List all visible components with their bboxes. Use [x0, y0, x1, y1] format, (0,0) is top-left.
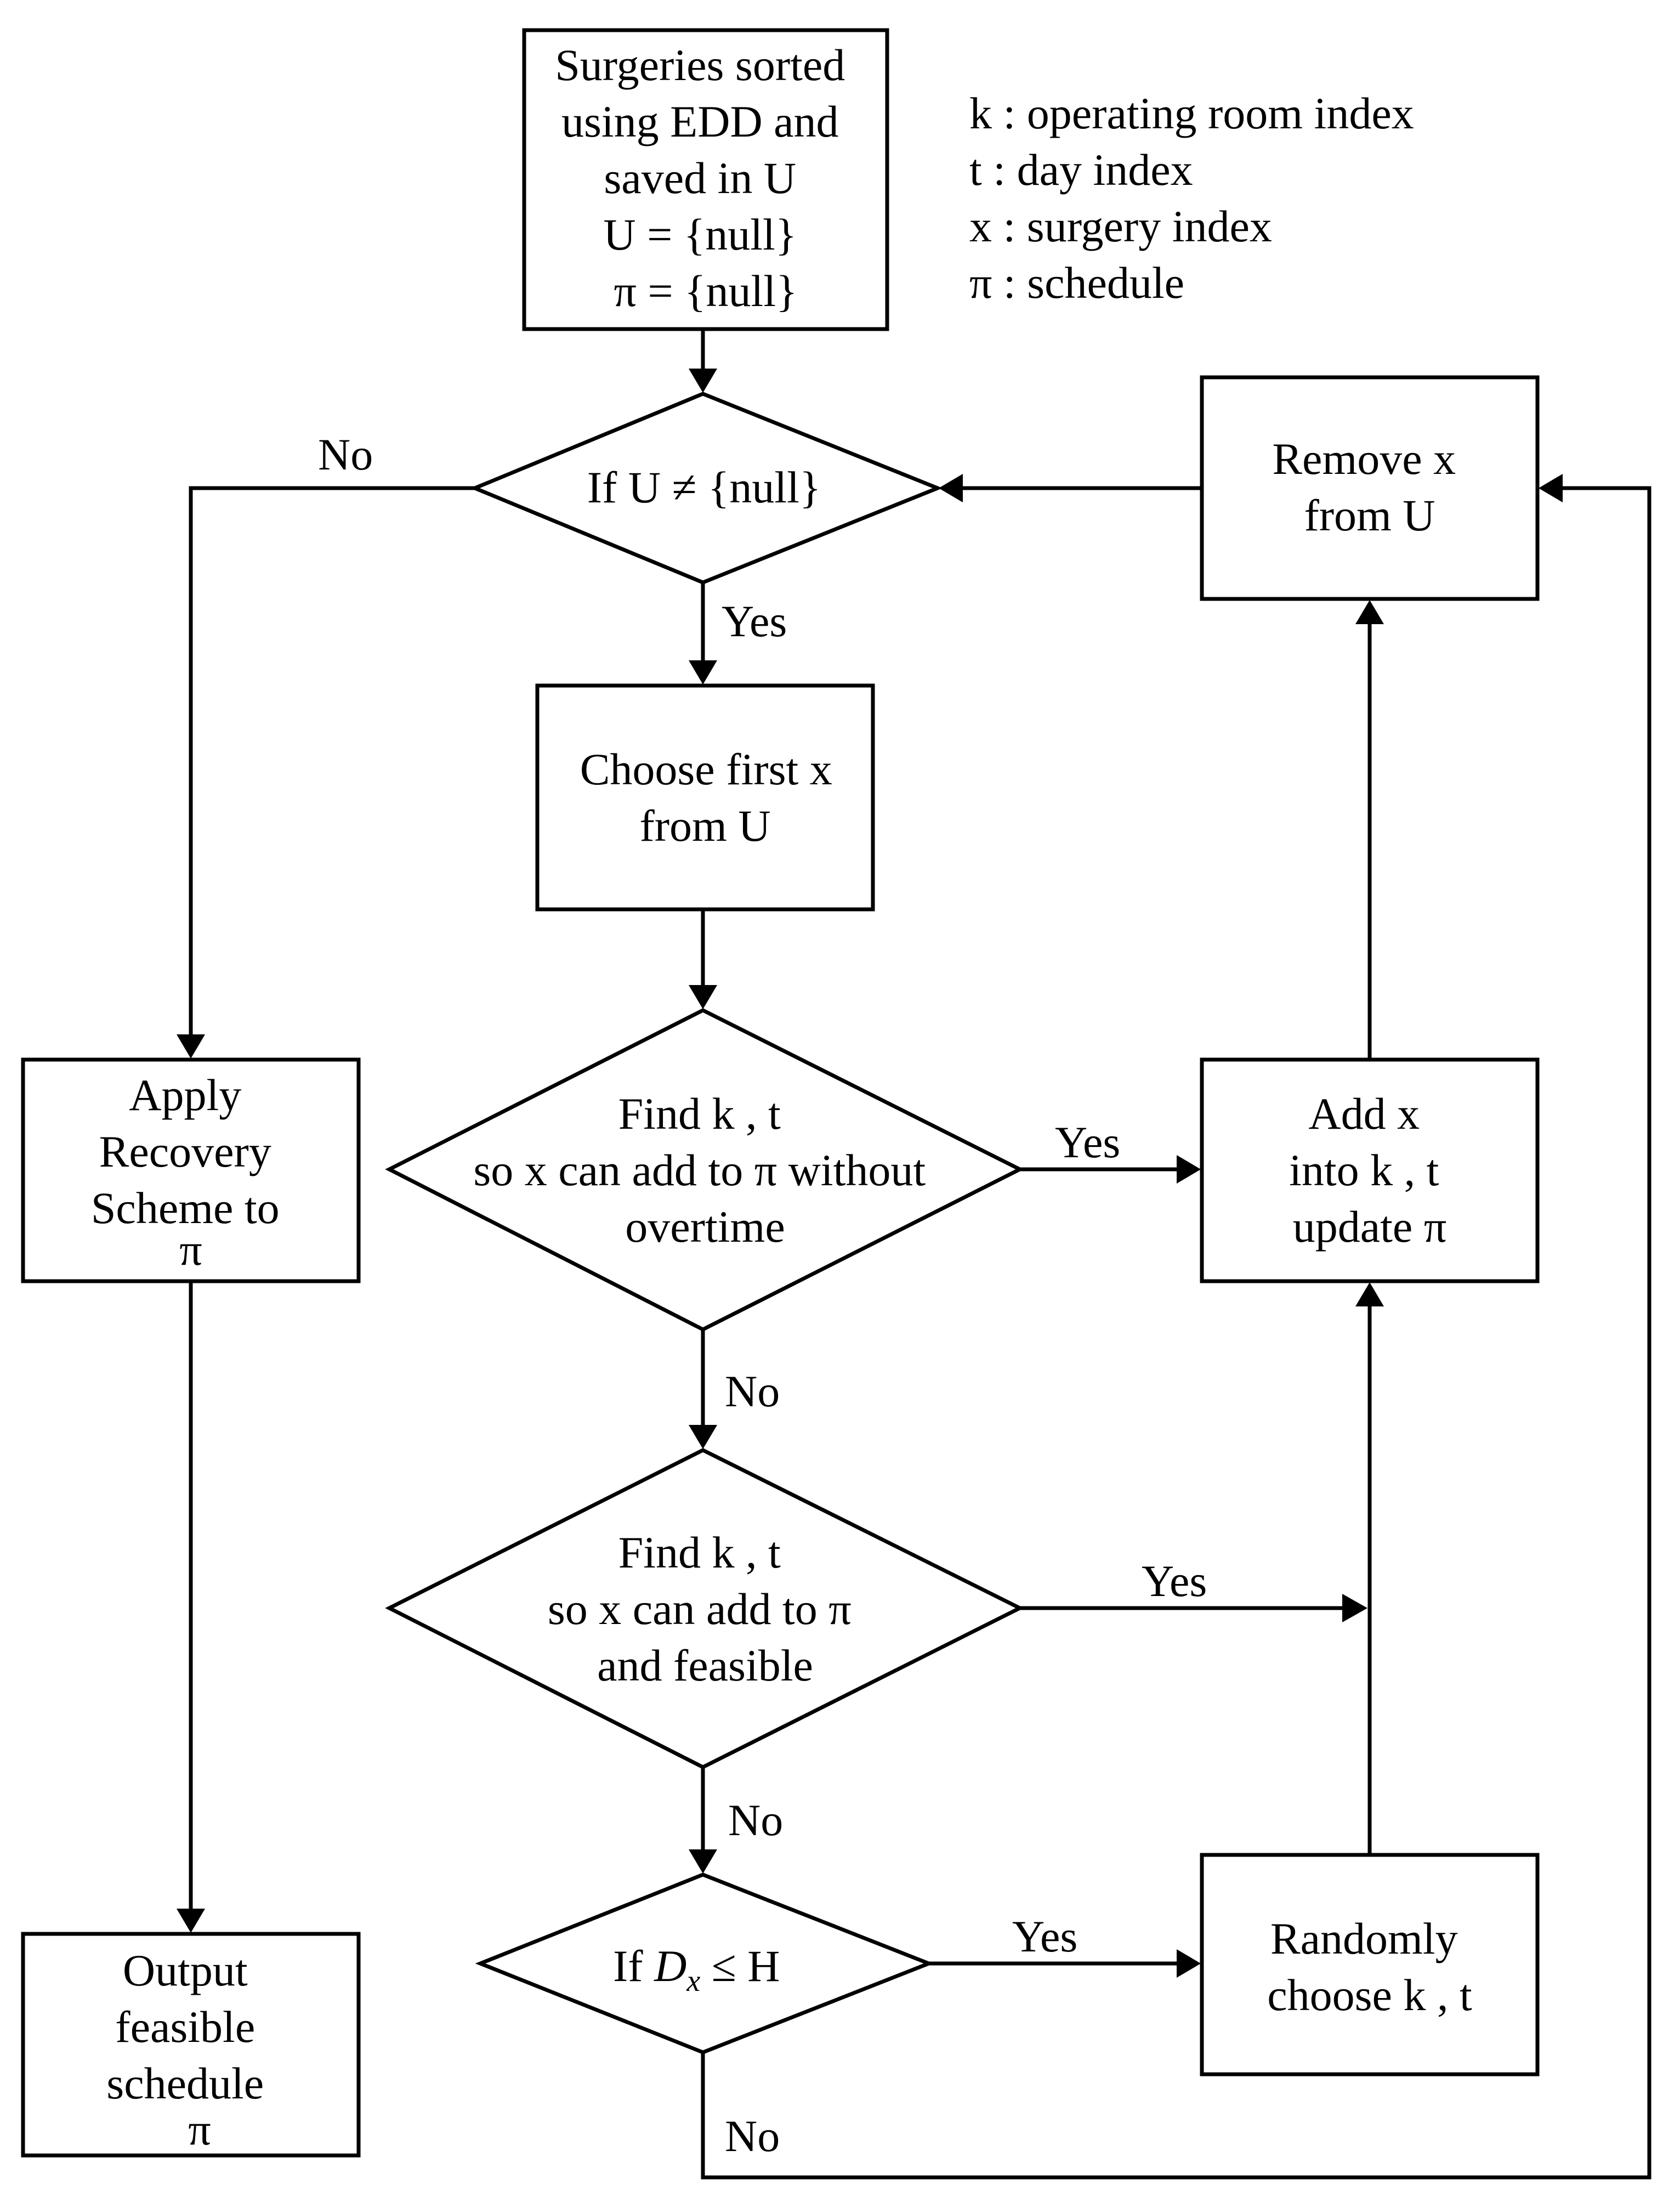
- output-line-4: π: [188, 2104, 211, 2154]
- choose-line-1: Choose first x: [580, 744, 832, 794]
- remove-line-2: from U: [1304, 490, 1435, 540]
- init-line-4: U = {null}: [603, 210, 797, 259]
- find2-text: Find k , t so x can add to π and feasibl…: [548, 1527, 862, 1690]
- recovery-line-4: π: [179, 1225, 202, 1275]
- remove-line-1: Remove x: [1272, 434, 1456, 484]
- legend-pi: π : schedule: [969, 258, 1184, 308]
- choose-text: Choose first x from U: [580, 744, 844, 851]
- decision-u-text: If U ≠ {null}: [587, 462, 821, 512]
- find1-line-3: overtime: [625, 1202, 785, 1252]
- legend: k : operating room index t : day index x…: [969, 88, 1425, 308]
- label-yes-duration: Yes: [1012, 1911, 1077, 1961]
- duration-variable: D: [654, 1941, 686, 1991]
- arrowhead-duration-no-loop: [1539, 474, 1563, 502]
- edge-duration-no-loop: [701, 486, 1651, 2180]
- init-line-5: π = {null}: [614, 266, 798, 316]
- recovery-box: [21, 1057, 361, 1283]
- output-text: Output feasible schedule π: [106, 1945, 275, 2154]
- arrowhead-find2-to-duration: [689, 1849, 717, 1874]
- duration-text: If Dx ≤ H: [613, 1941, 780, 1998]
- find2-line-2: so x can add to π: [548, 1584, 852, 1634]
- find2-line-1: Find k , t: [618, 1527, 781, 1577]
- label-no-find2: No: [728, 1795, 783, 1845]
- random-line-1: Randomly: [1270, 1914, 1458, 1963]
- remove-text: Remove x from U: [1272, 434, 1467, 540]
- random-box: [1200, 1853, 1540, 2076]
- arrowhead-choose-to-find1: [689, 985, 717, 1009]
- output-line-1: Output: [123, 1945, 248, 1995]
- arrowhead-duration-to-random: [1177, 1949, 1201, 1978]
- init-text: Surgeries sorted using EDD and saved in …: [555, 40, 856, 316]
- recovery-line-3: Scheme to: [91, 1183, 280, 1233]
- arrowhead-decision-to-recovery: [177, 1034, 205, 1059]
- find1-text: Find k , t so x can add to π without ove…: [473, 1089, 937, 1252]
- add-text: Add x into k , t update π: [1289, 1089, 1450, 1252]
- label-no-find1: No: [725, 1366, 780, 1416]
- label-no-duration: No: [725, 2111, 780, 2161]
- add-box: [1200, 1057, 1540, 1283]
- label-no-u: No: [318, 429, 373, 479]
- find1-line-1: Find k , t: [618, 1089, 781, 1139]
- choose-line-2: from U: [639, 801, 770, 851]
- decision-u-line-1: If U ≠ {null}: [587, 462, 821, 512]
- decision-u-not-null: [469, 392, 943, 585]
- add-line-2: into k , t: [1289, 1145, 1439, 1195]
- output-line-3: schedule: [106, 2058, 264, 2108]
- init-line-1: Surgeries sorted: [555, 40, 845, 90]
- find2-line-3: and feasible: [597, 1640, 813, 1690]
- random-text: Randomly choose k , t: [1267, 1914, 1472, 2020]
- choose-box: [535, 683, 875, 912]
- legend-t: t : day index: [969, 145, 1193, 195]
- label-yes-u: Yes: [722, 596, 787, 646]
- duration-suffix: ≤ H: [700, 1941, 780, 1991]
- add-line-3: update π: [1293, 1202, 1446, 1252]
- init-box: [522, 28, 889, 331]
- arrowhead-find1-to-add: [1177, 1155, 1201, 1184]
- find1-line-2: so x can add to π without: [473, 1145, 926, 1195]
- remove-box: [1200, 375, 1540, 601]
- output-line-2: feasible: [115, 2002, 255, 2052]
- output-box: [21, 1932, 361, 2158]
- arrowhead-remove-to-decision: [939, 474, 963, 502]
- legend-k: k : operating room index: [969, 88, 1414, 138]
- label-yes-find1: Yes: [1055, 1117, 1120, 1167]
- arrowhead-add-to-remove: [1355, 600, 1384, 624]
- arrowhead-decision-to-choose: [689, 660, 717, 684]
- duration-subscript: x: [686, 1964, 700, 1998]
- recovery-line-2: Recovery: [99, 1127, 271, 1176]
- arrowhead-init-to-decision: [689, 369, 717, 393]
- init-line-2: using EDD and: [561, 97, 839, 146]
- arrowhead-recovery-to-output: [177, 1909, 205, 1933]
- arrowhead-find1-to-find2: [689, 1425, 717, 1449]
- recovery-line-1: Apply: [129, 1070, 241, 1120]
- arrowhead-find2-to-add-line: [1342, 1594, 1367, 1622]
- legend-x: x : surgery index: [969, 201, 1272, 251]
- add-line-1: Add x: [1308, 1089, 1420, 1139]
- duration-prefix: If: [613, 1941, 654, 1991]
- edge-decision-to-recovery: [189, 486, 475, 1037]
- recovery-text: Apply Recovery Scheme to π: [91, 1070, 291, 1275]
- random-line-2: choose k , t: [1267, 1970, 1472, 2020]
- arrowhead-random-to-add: [1355, 1282, 1384, 1306]
- init-line-3: saved in U: [604, 153, 796, 203]
- label-yes-find2: Yes: [1142, 1556, 1207, 1606]
